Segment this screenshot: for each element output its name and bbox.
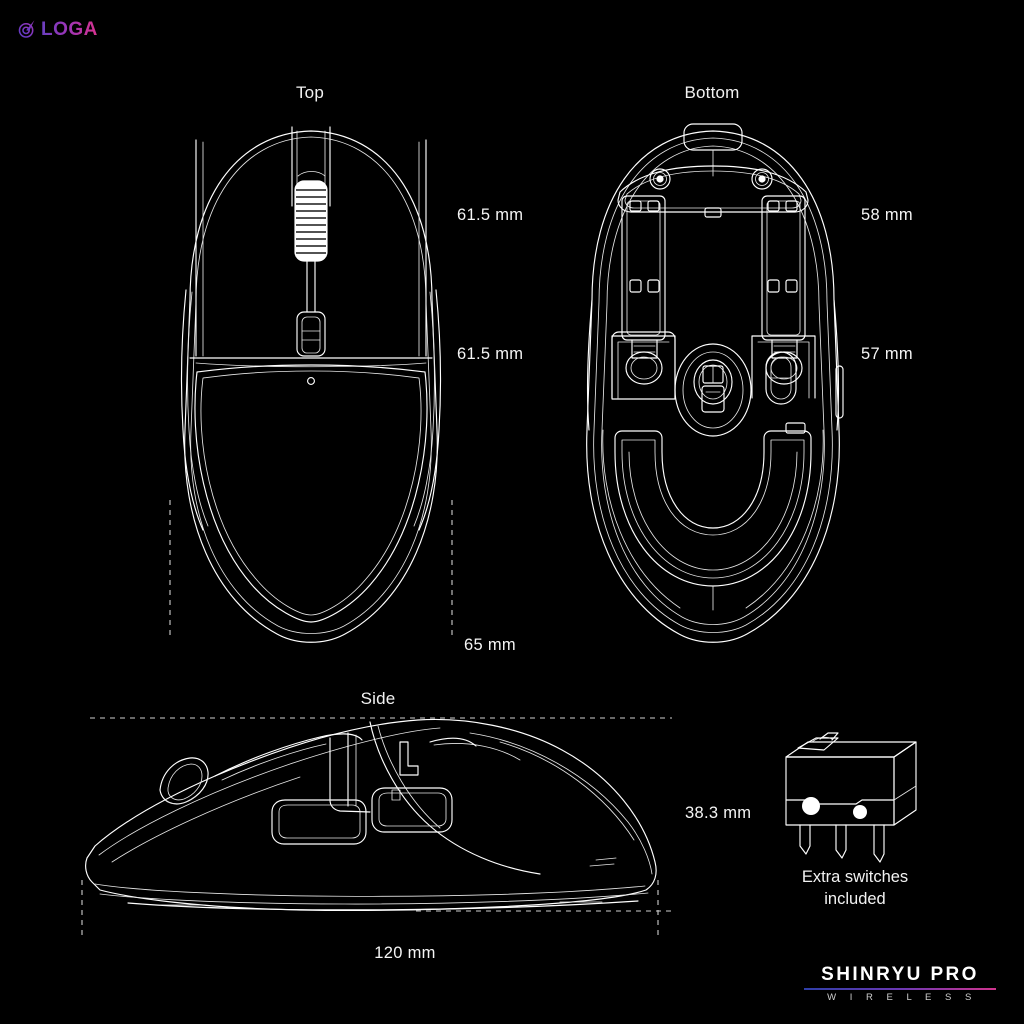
brand-logo-text: LOGA	[41, 18, 98, 40]
dimension-label-top-width-lower: 61.5 mm	[457, 345, 524, 363]
product-wordmark: SHINRYU PRO W I R E L E S S	[800, 965, 1000, 1002]
dimension-label-bottom-width-lower: 57 mm	[861, 345, 913, 363]
dimension-label-bottom-width-upper: 58 mm	[861, 206, 913, 224]
product-subtitle: W I R E L E S S	[827, 991, 977, 1003]
mouse-top-view	[180, 126, 442, 643]
extra-switches-caption-line1: Extra switches	[801, 868, 909, 886]
dimension-line-top-grip-width	[168, 500, 455, 648]
dimension-label-side-height: 38.3 mm	[685, 804, 752, 822]
dimension-guides-side	[80, 717, 672, 938]
mouse-side-view	[85, 718, 657, 911]
loga-swirl-icon	[16, 18, 38, 40]
product-name: SHINRYU PRO	[821, 964, 979, 985]
microswitch-icon	[785, 732, 917, 863]
mouse-bottom-view	[586, 123, 844, 643]
view-title-bottom: Bottom	[684, 83, 740, 102]
view-title-side: Side	[360, 689, 396, 708]
product-wordmark-rule	[804, 988, 996, 990]
dimension-label-top-width-upper: 61.5 mm	[457, 206, 524, 224]
dimension-label-side-length: 120 mm	[374, 944, 436, 962]
dimension-label-top-grip-width: 65 mm	[464, 636, 516, 654]
brand-logo: LOGA	[16, 16, 98, 42]
extra-switches-caption: Extra switches included	[765, 866, 945, 910]
extra-switches-caption-line2: included	[824, 890, 886, 908]
view-title-top: Top	[295, 83, 324, 102]
